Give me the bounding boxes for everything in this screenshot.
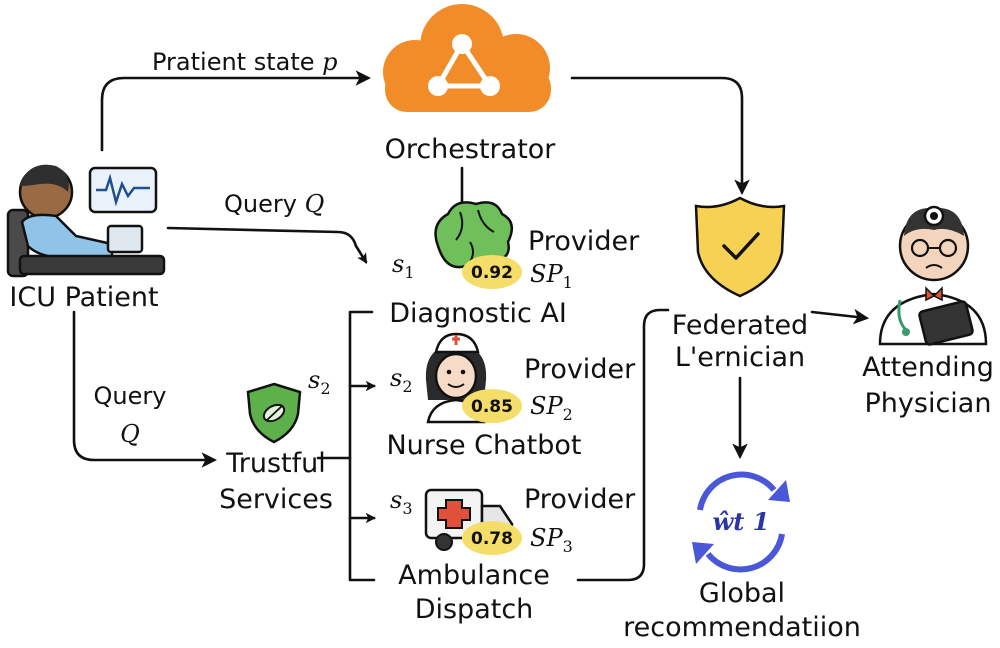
physician-icon	[878, 205, 988, 346]
arrow-orchestrator-to-federated	[570, 76, 750, 196]
provider-1-s: s1	[392, 250, 415, 282]
provider-3-name-2: Dispatch	[415, 594, 534, 625]
label-federated-2: L'ernician	[675, 342, 805, 373]
provider-1-name: Diagnostic AI	[389, 298, 567, 329]
label-federated-1: Federated	[672, 310, 808, 341]
provider-3-title: Provider	[524, 484, 636, 515]
label-global-2: recommendatiion	[623, 612, 861, 643]
score-badge-2: 0.85	[471, 397, 513, 417]
icu-patient-icon	[6, 164, 166, 278]
score-badge-3: 0.78	[471, 529, 513, 549]
arrow-patient-to-orchestrator	[100, 70, 372, 152]
provider-3-s: s3	[390, 486, 413, 518]
federated-shield-icon	[694, 196, 786, 298]
score-badge-1: 0.92	[471, 263, 513, 283]
label-trustful-2: Services	[219, 484, 333, 515]
provider-1-title: Provider	[528, 226, 640, 257]
score-badges: 0.92 0.85 0.78	[462, 255, 522, 555]
provider-2-s: s2	[390, 364, 413, 396]
provider-2-title: Provider	[524, 354, 636, 385]
connectors	[72, 70, 870, 582]
label-query-top: Query Q	[224, 190, 324, 218]
cloud-icon	[383, 4, 551, 112]
arrow-query-to-diagnostic	[166, 226, 368, 264]
provider-1-sp: SP1	[530, 260, 573, 292]
sync-icon-text: ŵt 1	[713, 507, 770, 536]
provider-2-sp: SP2	[530, 392, 573, 424]
label-trustful-1: Trustful	[225, 448, 326, 479]
label-s2-left: s2	[308, 366, 331, 398]
arrow-federated-to-physician	[810, 308, 870, 325]
monitor-icon	[88, 166, 158, 214]
label-attending-2: Physician	[865, 388, 992, 419]
label-query-left-1: Query	[94, 382, 167, 410]
label-icu-patient: ICU Patient	[9, 282, 158, 313]
provider-2-name: Nurse Chatbot	[386, 430, 581, 461]
label-query-left-2: Q	[120, 420, 140, 448]
provider-3-name-1: Ambulance	[398, 560, 550, 591]
label-attending-1: Attending	[862, 352, 994, 383]
sync-icon: ŵt 1	[692, 471, 790, 573]
line-ambulance-to-federated	[576, 308, 670, 582]
label-patient-state: Pratient state p	[152, 48, 338, 76]
label-global-1: Global	[699, 578, 785, 609]
provider-3-sp: SP3	[530, 524, 573, 556]
trust-shield-icon	[246, 382, 302, 444]
arrow-query-to-trustful	[72, 310, 218, 468]
bracket-providers	[348, 310, 376, 582]
label-orchestrator: Orchestrator	[385, 134, 557, 165]
